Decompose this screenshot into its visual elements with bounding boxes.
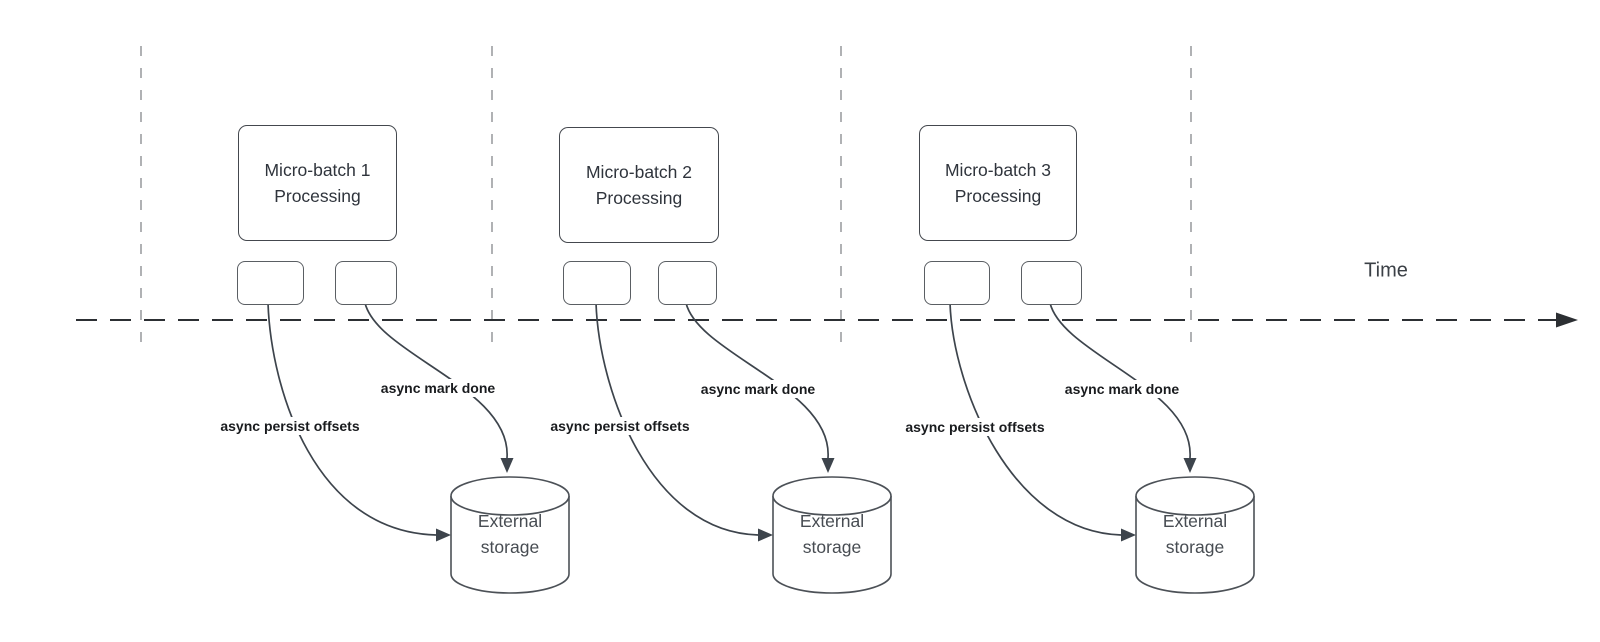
cylinder-3-top — [1135, 476, 1255, 516]
interval-dividers — [140, 46, 1192, 342]
batch-3-persist-task-box — [924, 261, 990, 305]
micro-batch-3-title-line1: Micro-batch 3 — [944, 160, 1051, 180]
storage-cylinders — [450, 476, 1255, 594]
batch-2-persist-offsets-label: async persist offsets — [547, 417, 693, 435]
storage-2-line1: External — [799, 511, 865, 531]
persist-offsets-arrow-1 — [267, 302, 437, 536]
storage-1-line2: storage — [480, 537, 540, 557]
cylinder-3-body — [1135, 496, 1255, 594]
micro-batch-3-title-line2: Processing — [954, 186, 1042, 206]
micro-batch-1-title-line1: Micro-batch 1 — [264, 160, 371, 180]
time-axis-arrowhead-icon — [1556, 312, 1578, 328]
mark-arrowhead-3-icon — [1183, 458, 1197, 473]
cylinder-2-top — [772, 476, 892, 516]
micro-batch-1-title-line2: Processing — [274, 186, 361, 206]
batch-2-arrows — [595, 302, 829, 536]
batch-3-external-storage-label: External storage — [1163, 508, 1227, 560]
cylinder-2-body — [772, 496, 892, 594]
time-axis-label: Time — [1364, 259, 1408, 282]
time-axis — [76, 312, 1578, 328]
batch-2-mark-done-label: async mark done — [697, 380, 819, 398]
micro-batch-2-title-line2: Processing — [595, 188, 683, 208]
persist-arrowhead-2-icon — [758, 528, 773, 542]
mark-done-arrow-2 — [685, 302, 829, 459]
batch-1-external-storage-label: External storage — [478, 508, 542, 560]
micro-batch-3-processing-box: Micro-batch 3 Processing — [919, 125, 1077, 241]
batch-2-external-storage-label: External storage — [800, 508, 864, 560]
storage-3-line2: storage — [1165, 537, 1225, 557]
batch-3-arrows — [949, 302, 1191, 536]
batch-1-arrows — [267, 302, 508, 536]
micro-batch-2-processing-box: Micro-batch 2 Processing — [559, 127, 719, 243]
batch-3-mark-done-label: async mark done — [1061, 380, 1183, 398]
storage-3-line1: External — [1162, 511, 1228, 531]
storage-2-line2: storage — [802, 537, 862, 557]
batch-1-mark-task-box — [335, 261, 397, 305]
batch-1-persist-task-box — [237, 261, 304, 305]
storage-1-line1: External — [477, 511, 543, 531]
batch-3-mark-task-box — [1021, 261, 1082, 305]
cylinder-1-body — [450, 496, 570, 594]
batch-2-persist-task-box — [563, 261, 631, 305]
persist-offsets-arrow-3 — [949, 302, 1122, 536]
batch-3-persist-offsets-label: async persist offsets — [902, 418, 1048, 436]
mark-arrowhead-1-icon — [500, 458, 514, 473]
batch-1-mark-done-label: async mark done — [377, 379, 499, 397]
mark-done-arrow-1 — [364, 302, 508, 459]
mark-arrowhead-2-icon — [821, 458, 835, 473]
persist-offsets-arrow-2 — [595, 302, 759, 536]
micro-batch-1-processing-box: Micro-batch 1 Processing — [238, 125, 397, 241]
mark-done-arrow-3 — [1049, 302, 1191, 459]
batch-2-mark-task-box — [658, 261, 717, 305]
persist-arrowhead-1-icon — [436, 528, 451, 542]
micro-batch-2-title-line1: Micro-batch 2 — [585, 162, 692, 182]
persist-arrowhead-3-icon — [1121, 528, 1136, 542]
batch-1-persist-offsets-label: async persist offsets — [217, 417, 363, 435]
cylinder-1-top — [450, 476, 570, 516]
